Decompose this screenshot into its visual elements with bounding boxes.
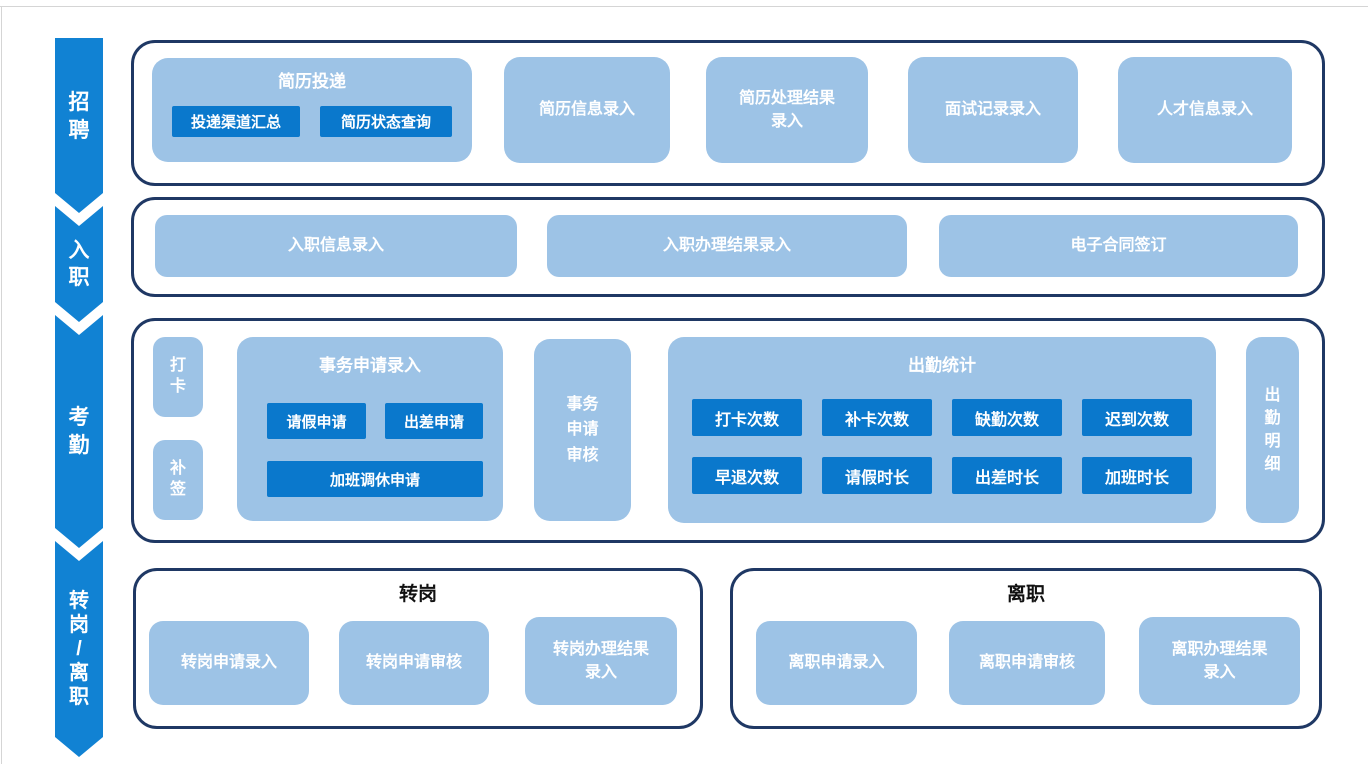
interview-record-entry-box: 面试记录录入	[908, 57, 1078, 163]
resume-delivery-group: 简历投递 投递渠道汇总 简历状态查询	[152, 58, 472, 162]
stage-attendance-label: 考 勤	[68, 406, 90, 457]
makeup-card-count-button: 补卡次数	[822, 399, 932, 436]
late-count-button: 迟到次数	[1082, 399, 1192, 436]
resume-delivery-title: 简历投递	[278, 72, 346, 91]
overtime-comp-leave-application-button: 加班调休申请	[267, 461, 483, 497]
resume-result-entry-box: 简历处理结果 录入	[706, 57, 868, 163]
affair-application-review-box: 事务 申请 审核	[534, 339, 631, 521]
affair-application-entry-group: 事务申请录入 请假申请 出差申请 加班调休申请	[237, 337, 503, 521]
page-left-border	[1, 6, 2, 764]
stage-transfer-resignation-chevron: 转 岗 / 离 职	[55, 541, 103, 757]
attendance-detail-box: 出 勤 明 细	[1246, 337, 1299, 523]
stage-transfer-resignation-label: 转 岗 / 离 职	[69, 590, 89, 708]
leave-application-button: 请假申请	[267, 403, 366, 439]
business-trip-duration-button: 出差时长	[952, 457, 1062, 494]
stage-recruitment-label: 招 聘	[68, 91, 90, 142]
transfer-result-entry-box: 转岗办理结果 录入	[525, 617, 677, 705]
resignation-application-review-box: 离职申请审核	[949, 621, 1105, 705]
affair-application-entry-title: 事务申请录入	[319, 356, 421, 375]
resignation-title: 离职	[1006, 584, 1045, 605]
stage-recruitment-chevron: 招 聘	[55, 38, 103, 213]
recruitment-container: 简历投递 投递渠道汇总 简历状态查询 简历信息录入 简历处理结果 录入 面试记录…	[131, 40, 1325, 186]
overtime-duration-button: 加班时长	[1082, 457, 1192, 494]
attendance-stats-group: 出勤统计 打卡次数 补卡次数 缺勤次数 迟到次数 早退次数 请假时长 出差时长 …	[668, 337, 1216, 523]
resume-status-query-button: 简历状态查询	[320, 106, 452, 137]
resignation-result-entry-box: 离职办理结果 录入	[1139, 617, 1300, 705]
attendance-stats-grid: 打卡次数 补卡次数 缺勤次数 迟到次数 早退次数 请假时长 出差时长 加班时长	[692, 399, 1192, 494]
talent-info-entry-box: 人才信息录入	[1118, 57, 1292, 163]
clock-in-box: 打 卡	[153, 337, 203, 417]
transfer-application-entry-box: 转岗申请录入	[149, 621, 309, 705]
clock-in-count-button: 打卡次数	[692, 399, 802, 436]
resignation-application-entry-box: 离职申请录入	[756, 621, 917, 705]
resume-info-entry-box: 简历信息录入	[504, 57, 670, 163]
transfer-container: 转岗 转岗申请录入 转岗申请审核 转岗办理结果 录入	[133, 568, 703, 729]
transfer-application-review-box: 转岗申请审核	[339, 621, 489, 705]
stage-onboarding-label: 入 职	[68, 238, 90, 289]
e-contract-signing-box: 电子合同签订	[939, 215, 1298, 277]
resignation-container: 离职 离职申请录入 离职申请审核 离职办理结果 录入	[730, 568, 1322, 729]
page-top-border	[0, 6, 1368, 7]
attendance-stats-title: 出勤统计	[908, 356, 976, 375]
absence-count-button: 缺勤次数	[952, 399, 1062, 436]
leave-duration-button: 请假时长	[822, 457, 932, 494]
stage-onboarding-chevron: 入 职	[55, 206, 103, 322]
early-leave-count-button: 早退次数	[692, 457, 802, 494]
makeup-sign-box: 补 签	[153, 440, 203, 520]
attendance-container: 打 卡 补 签 事务申请录入 请假申请 出差申请 加班调休申请 事务 申请 审核…	[131, 318, 1325, 543]
onboarding-info-entry-box: 入职信息录入	[155, 215, 517, 277]
onboarding-result-entry-box: 入职办理结果录入	[547, 215, 907, 277]
onboarding-container: 入职信息录入 入职办理结果录入 电子合同签订	[131, 197, 1325, 297]
business-trip-application-button: 出差申请	[385, 403, 483, 439]
delivery-channel-summary-button: 投递渠道汇总	[172, 106, 300, 137]
transfer-title: 转岗	[398, 584, 437, 605]
stage-attendance-chevron: 考 勤	[55, 315, 103, 548]
